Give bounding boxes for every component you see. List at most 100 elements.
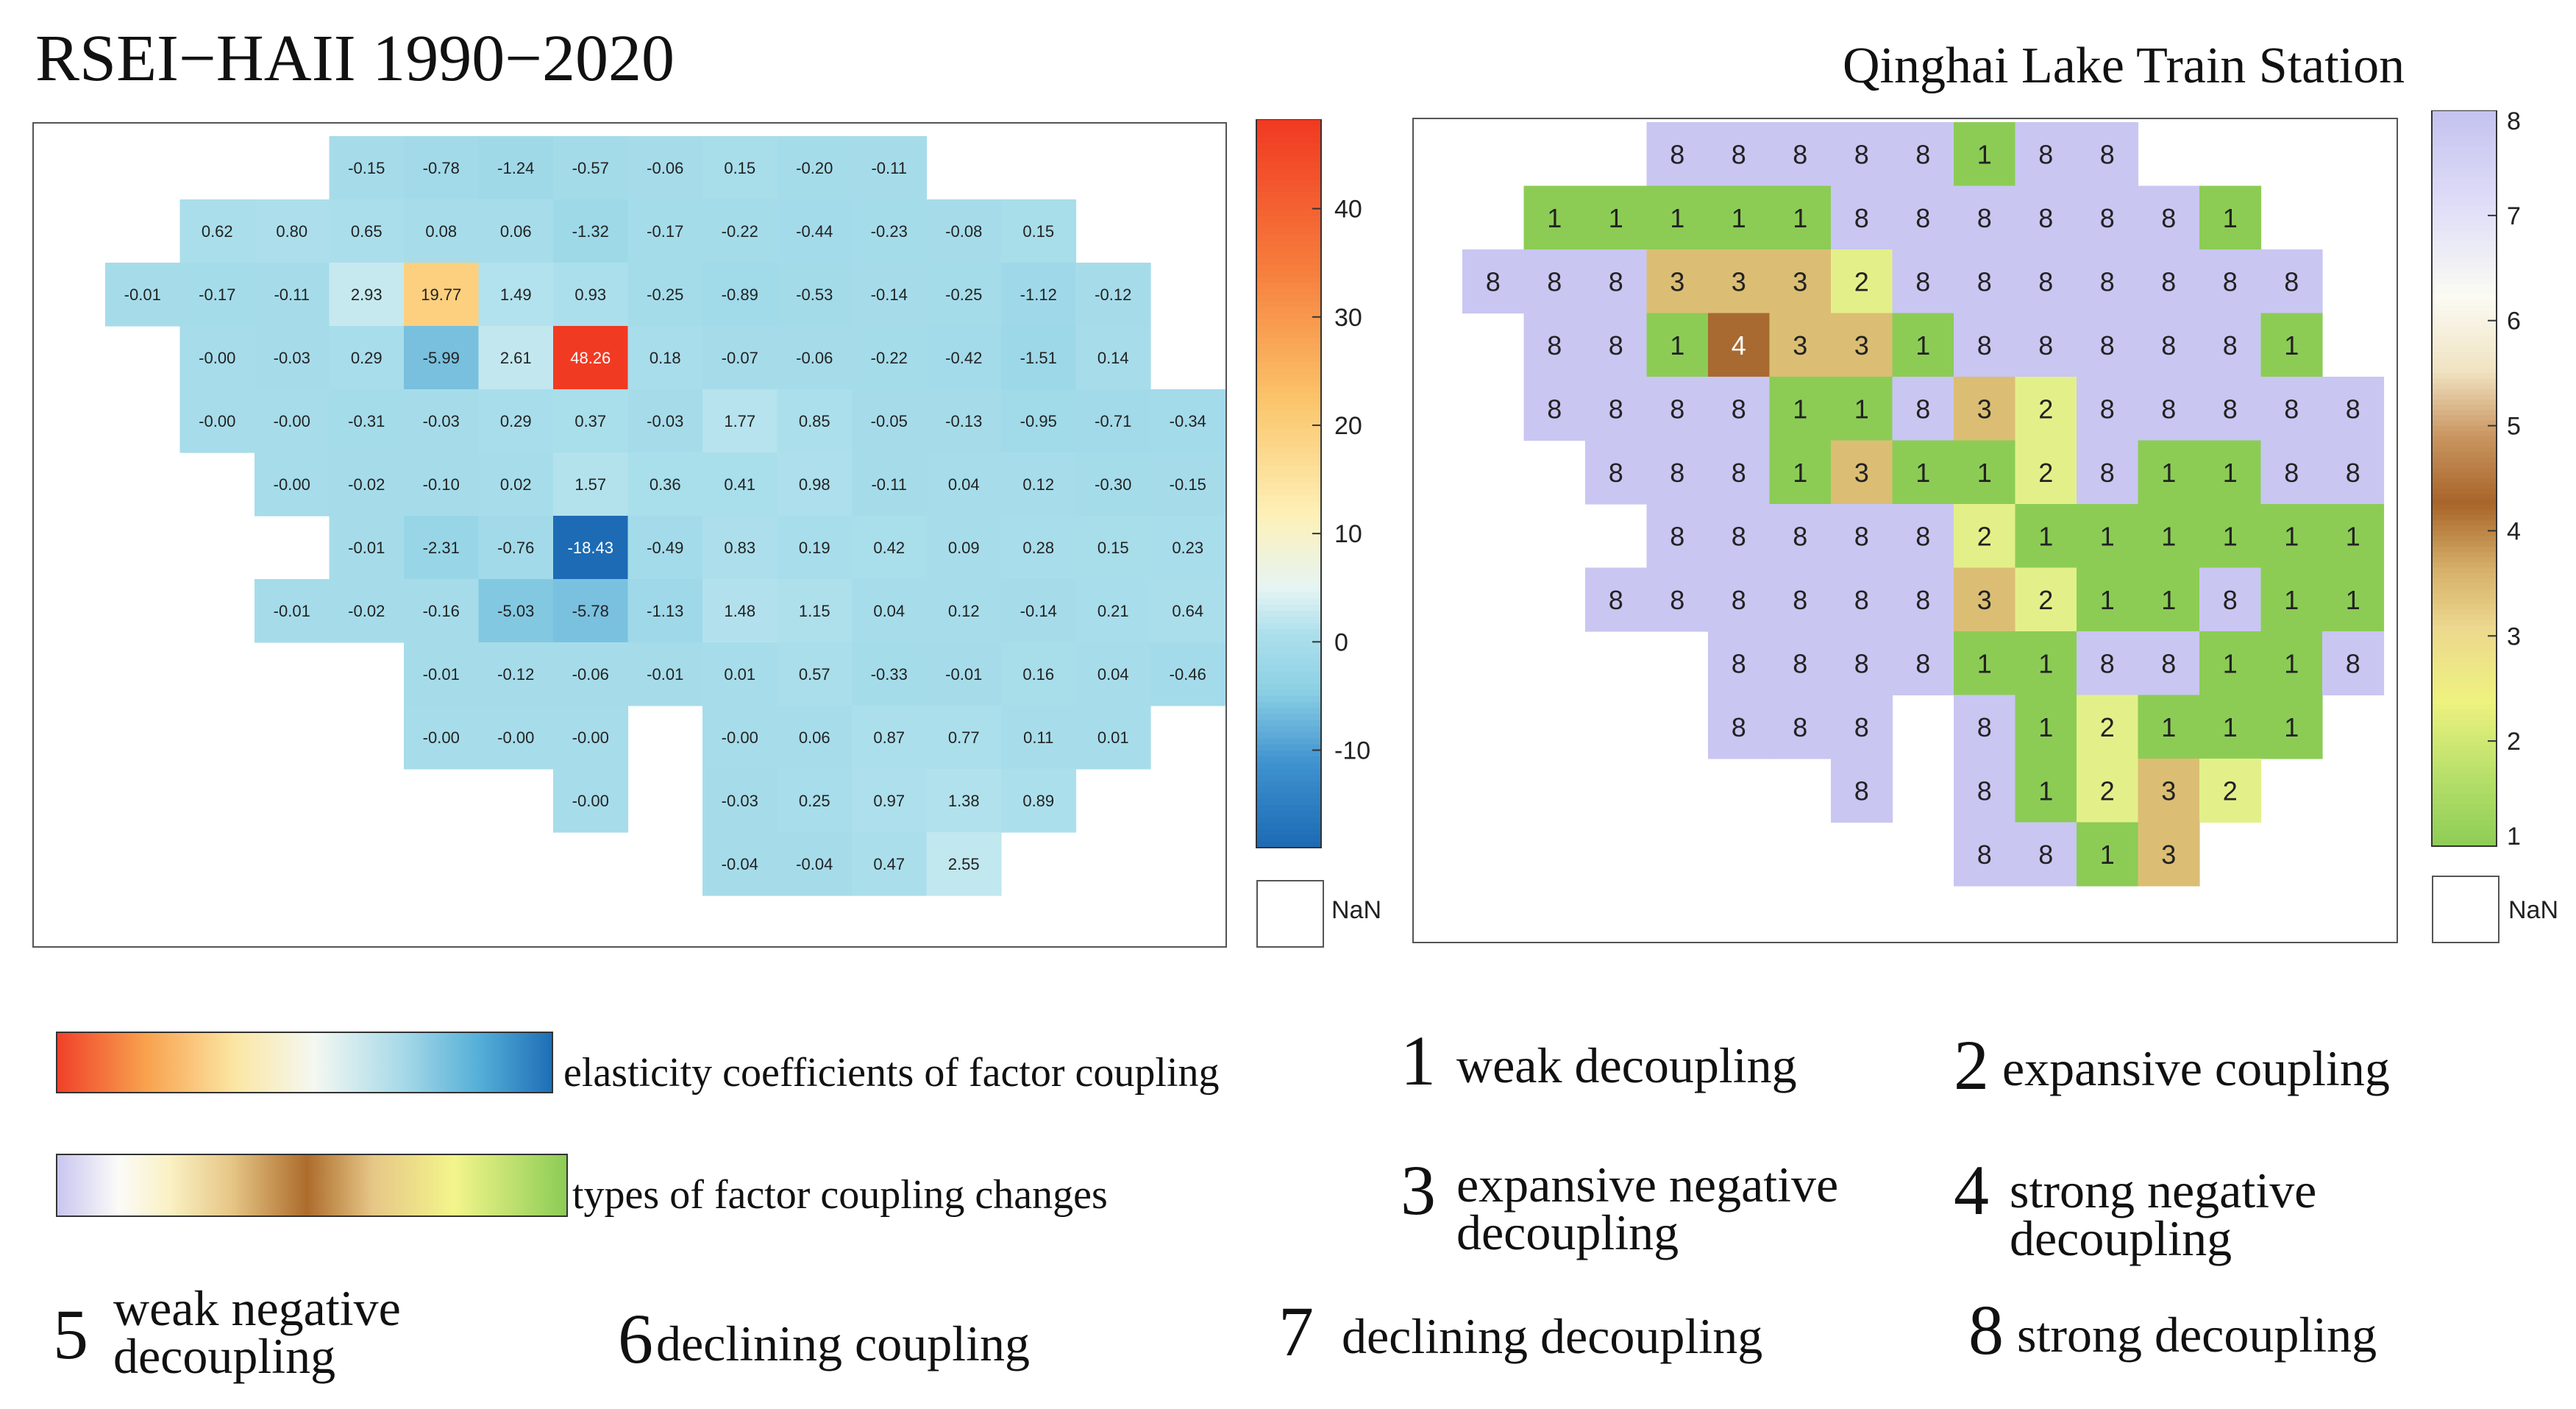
heatmap-cell-label: 0.12 [948,602,980,620]
heatmap-cell-label: 1 [2284,521,2299,551]
colorbar-segment [2432,121,2497,127]
heatmap-cell [2138,313,2200,377]
colorbar-segment [2432,341,2497,348]
heatmap-cell-label: 0.65 [351,222,383,241]
heatmap-cell-label: 8 [1609,458,1623,488]
colorbar-segment [1256,216,1321,224]
colorbar-segment [1256,647,1321,654]
heatmap-cell-label: 1 [1670,203,1684,233]
heatmap-cell-label: 8 [2284,394,2299,424]
heatmap-cell [1769,567,1832,632]
colorbar-segment [1256,283,1321,290]
colorbar-segment [1256,374,1321,381]
heatmap-cell [1001,452,1077,517]
heatmap-cell-label: 1 [1609,203,1623,233]
heatmap-cell [1954,377,2016,441]
heatmap-cell-label: -0.02 [348,602,385,620]
colorbar-segment [2432,410,2497,416]
colorbar-segment [2432,252,2497,258]
heatmap-cell [1954,249,2016,314]
colorbar-segment [1256,781,1321,788]
heatmap-cell [1769,695,1832,759]
heatmap-cell-label: 8 [2346,648,2360,678]
heatmap-cell-label: -1.51 [1020,349,1057,367]
heatmap-cell [553,706,629,770]
heatmap-cell [553,452,629,517]
heatmap-cell [1075,263,1151,327]
colorbar-segment [2432,184,2497,191]
colorbar-segment [1256,775,1321,782]
heatmap-cell [777,516,853,580]
heatmap-cell-label: 8 [2038,840,2053,870]
colorbar-segment [1256,241,1321,248]
heatmap-cell-label: -0.46 [1170,665,1206,684]
heatmap-cell [404,452,480,517]
colorbar-segment [2432,756,2497,763]
colorbar-segment [1256,168,1321,175]
heatmap-cell [2138,185,2200,250]
colorbar-segment [2432,798,2497,805]
heatmap-cell-label: -0.15 [348,159,385,177]
heatmap-cell [1831,631,1893,696]
colorbar-segment [2432,541,2497,547]
heatmap-cell-label: -0.04 [796,855,833,873]
heatmap-cell [1892,122,1954,187]
heatmap-cell [179,326,255,390]
heatmap-cell-label: 1 [2161,585,2176,615]
heatmap-cell [2015,313,2077,377]
colorbar-segment [2432,394,2497,400]
heatmap-cell [1585,377,1648,441]
colorbar-segment [2432,425,2497,432]
colorbar-segment [1256,550,1321,557]
colorbar-segment [2432,383,2497,390]
heatmap-cell-label: 3 [2161,840,2176,870]
heatmap-cell-label: 0.29 [351,349,383,367]
heatmap-cell-label: 0.41 [724,475,755,494]
heatmap-cell-label: 0.04 [1097,665,1129,684]
heatmap-cell [926,706,1002,770]
heatmap-cell [1708,313,1771,377]
heatmap-cell [404,263,480,327]
heatmap-cell-label: 8 [2284,458,2299,488]
legend-item-declining-coupling: 6 declining coupling [618,1299,1031,1378]
heatmap-cell-label: 1 [2038,776,2053,806]
colorbar-segment [2432,572,2497,579]
colorbar-segment [1256,532,1321,539]
colorbar-segment [2432,388,2497,395]
heatmap-cell-label: 8 [1609,585,1623,615]
heatmap-cell-label: 8 [2161,203,2176,233]
heatmap-cell-label: 1 [1670,330,1684,361]
heatmap-cell [553,769,629,833]
heatmap-cell-label: -0.12 [497,665,534,684]
heatmap-cell [1769,504,1832,569]
heatmap-cell [1769,377,1832,441]
heatmap-cell [2077,249,2139,314]
heatmap-cell-label: 8 [1915,139,1930,169]
heatmap-cell-label: 1 [2161,712,2176,742]
heatmap-cell [777,263,853,327]
heatmap-cell [1075,326,1151,390]
colorbar-segment [1256,489,1321,497]
colorbar-segment [2432,147,2497,154]
colorbar-segment [2432,672,2497,679]
heatmap-cell-label: 8 [1854,776,1869,806]
heatmap-cell-label: 8 [1793,648,1807,678]
colorbar-segment [2432,263,2497,269]
heatmap-cell [777,199,853,263]
heatmap-cell [553,516,629,580]
heatmap-cell-label: -0.01 [423,665,460,684]
heatmap-cell-label: 0.09 [948,539,980,557]
colorbar-segment [1256,689,1321,697]
heatmap-cell-label: -0.00 [423,728,460,747]
heatmap-cell [852,199,928,263]
heatmap-cell-label: 1 [2223,712,2238,742]
colorbar-tick-label: 8 [2507,110,2521,135]
colorbar-segment [1256,544,1321,551]
heatmap-cell-label: -0.20 [796,159,833,177]
heatmap-cell-label: 8 [1732,585,1746,615]
heatmap-cell [1831,567,1893,632]
legend-item-weak-decoupling: 1 weak decoupling [1401,1021,1797,1100]
heatmap-cell [1831,695,1893,759]
heatmap-cell-label: -0.17 [199,285,235,304]
